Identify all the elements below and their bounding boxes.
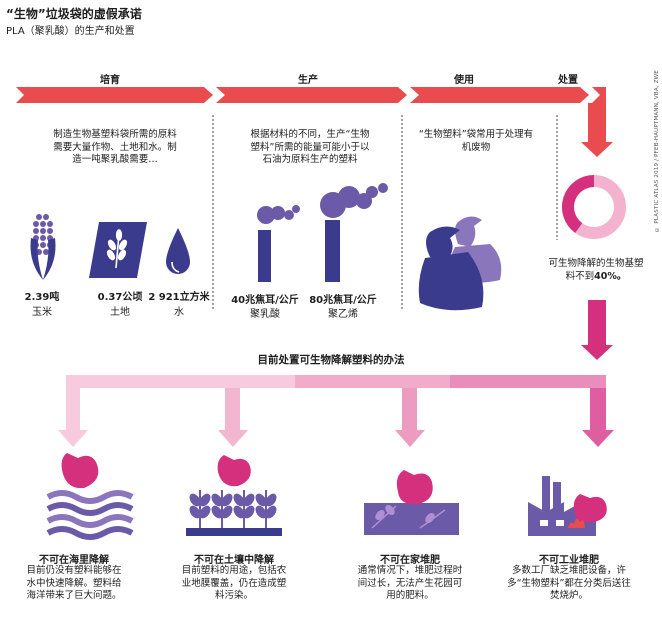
land-label: 土地 (110, 307, 130, 318)
method-arrow-sea (58, 375, 88, 447)
production-description: 根据材料的不同，生产“生物塑料”所需的能量可能小于以石油为原料生产的塑料 (250, 129, 370, 165)
stage-arrow-cultivate (16, 87, 213, 103)
factory-incinerator-icon (528, 476, 607, 536)
water-drop-icon (166, 228, 190, 274)
factory-pe-icon (320, 183, 388, 282)
stage-arrow-produce (216, 87, 407, 103)
corn-icon (30, 214, 56, 280)
pe-label: 聚乙烯 (328, 309, 358, 320)
cultivation-description: 制造生物基塑料袋所需的原料需要大量作物、土地和水。制造一吨聚乳酸需要… (53, 129, 177, 165)
stage-separators (212, 115, 558, 310)
land-icon (89, 222, 147, 278)
methods-title: 目前处置可生物降解塑料的办法 (257, 354, 405, 366)
home-compost-icon (364, 470, 459, 535)
stage-arrow-use (410, 87, 589, 103)
method-text-home: 通常情况下，堆肥过程时间过长，无法产生花园可用的肥料。 (357, 565, 463, 601)
method-arrow-home (395, 388, 425, 447)
stage-label-cultivate: 培育 (100, 75, 120, 86)
stage-label-dispose: 处置 (558, 75, 578, 86)
stage-label-use: 使用 (454, 75, 474, 86)
use-description: “生物塑料”袋常用于处理有机废物 (418, 129, 534, 153)
methods-band (58, 375, 614, 447)
factory-pla-icon (257, 205, 300, 282)
land-value: 0.37公顷 (97, 292, 143, 303)
method-title-home: 不可在家堆肥 (380, 555, 440, 566)
disposal-text: 可生物降解的生物基塑料不到 (548, 258, 644, 282)
method-title-soil: 不可在土壤中降解 (194, 555, 274, 566)
page-title: “生物”垃圾袋的虚假承诺 (6, 7, 142, 21)
corn-value: 2.39吨 (24, 292, 60, 303)
disposal-percent: 40%。 (594, 270, 627, 282)
method-title-industrial: 不可工业堆肥 (539, 555, 599, 566)
method-text-sea: 目前仍没有塑料能够在水中快速降解。塑料给海洋带来了巨大问题。 (26, 565, 122, 601)
pe-energy-value: 80兆焦耳/公斤 (309, 295, 377, 306)
water-label: 水 (174, 307, 184, 318)
method-arrow-industrial (582, 388, 614, 447)
soil-plants-icon (186, 455, 282, 536)
disposal-description: 可生物降解的生物基塑料不到40%。 (544, 258, 648, 283)
stage-arrow-dispose (581, 87, 613, 157)
corn-label: 玉米 (32, 307, 52, 318)
method-arrow-soil (218, 388, 248, 447)
biodegradable-share-donut (562, 175, 626, 239)
stage-arrows (16, 87, 613, 157)
water-value: 2 921立方米 (148, 292, 210, 303)
pla-label: 聚乳酸 (250, 309, 280, 320)
waste-bag-icon (418, 216, 502, 311)
pla-energy-value: 40兆焦耳/公斤 (231, 295, 299, 306)
disposal-down-arrow (581, 300, 613, 360)
sea-waves-icon (46, 453, 134, 540)
method-title-sea: 不可在海里降解 (39, 555, 109, 566)
credit-line: © PLASTIC ATLAS 2019 / PFEB-HAUPTMANN, V… (654, 70, 660, 232)
stage-label-produce: 生产 (298, 75, 318, 86)
method-text-industrial: 多数工厂缺乏堆肥设备，许多“生物塑料”都在分类后送往焚烧炉。 (507, 565, 631, 601)
method-text-soil: 目前塑料的用途，包括农业地膜覆盖，仍在造成塑料污染。 (181, 565, 287, 601)
page-subtitle: PLA（聚乳酸）的生产和处置 (6, 26, 135, 37)
